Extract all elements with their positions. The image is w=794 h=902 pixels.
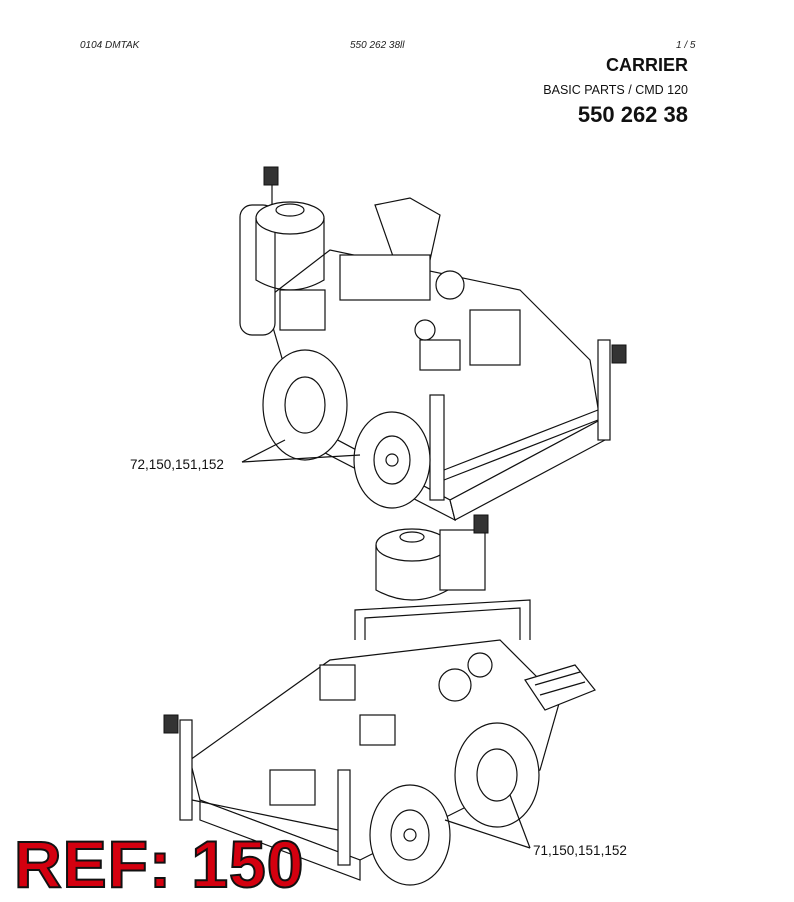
header-doc-number: 550 262 38ll [350,40,405,51]
carrier-drawing-bottom [163,514,596,886]
callout-top-wheels: 72,150,151,152 [130,457,224,472]
carrier-drawing-top [239,166,627,522]
page-title: CARRIER [605,55,688,75]
page-subtitle: BASIC PARTS / CMD 120 [543,83,688,97]
part-number: 550 262 38 [577,102,688,127]
callout-bottom-wheels: 71,150,151,152 [533,843,627,858]
header-page-number: 1 / 5 [676,40,696,51]
ref-label: REF: 150 [13,826,305,902]
header-date-code: 0104 DMTAK [80,40,140,51]
